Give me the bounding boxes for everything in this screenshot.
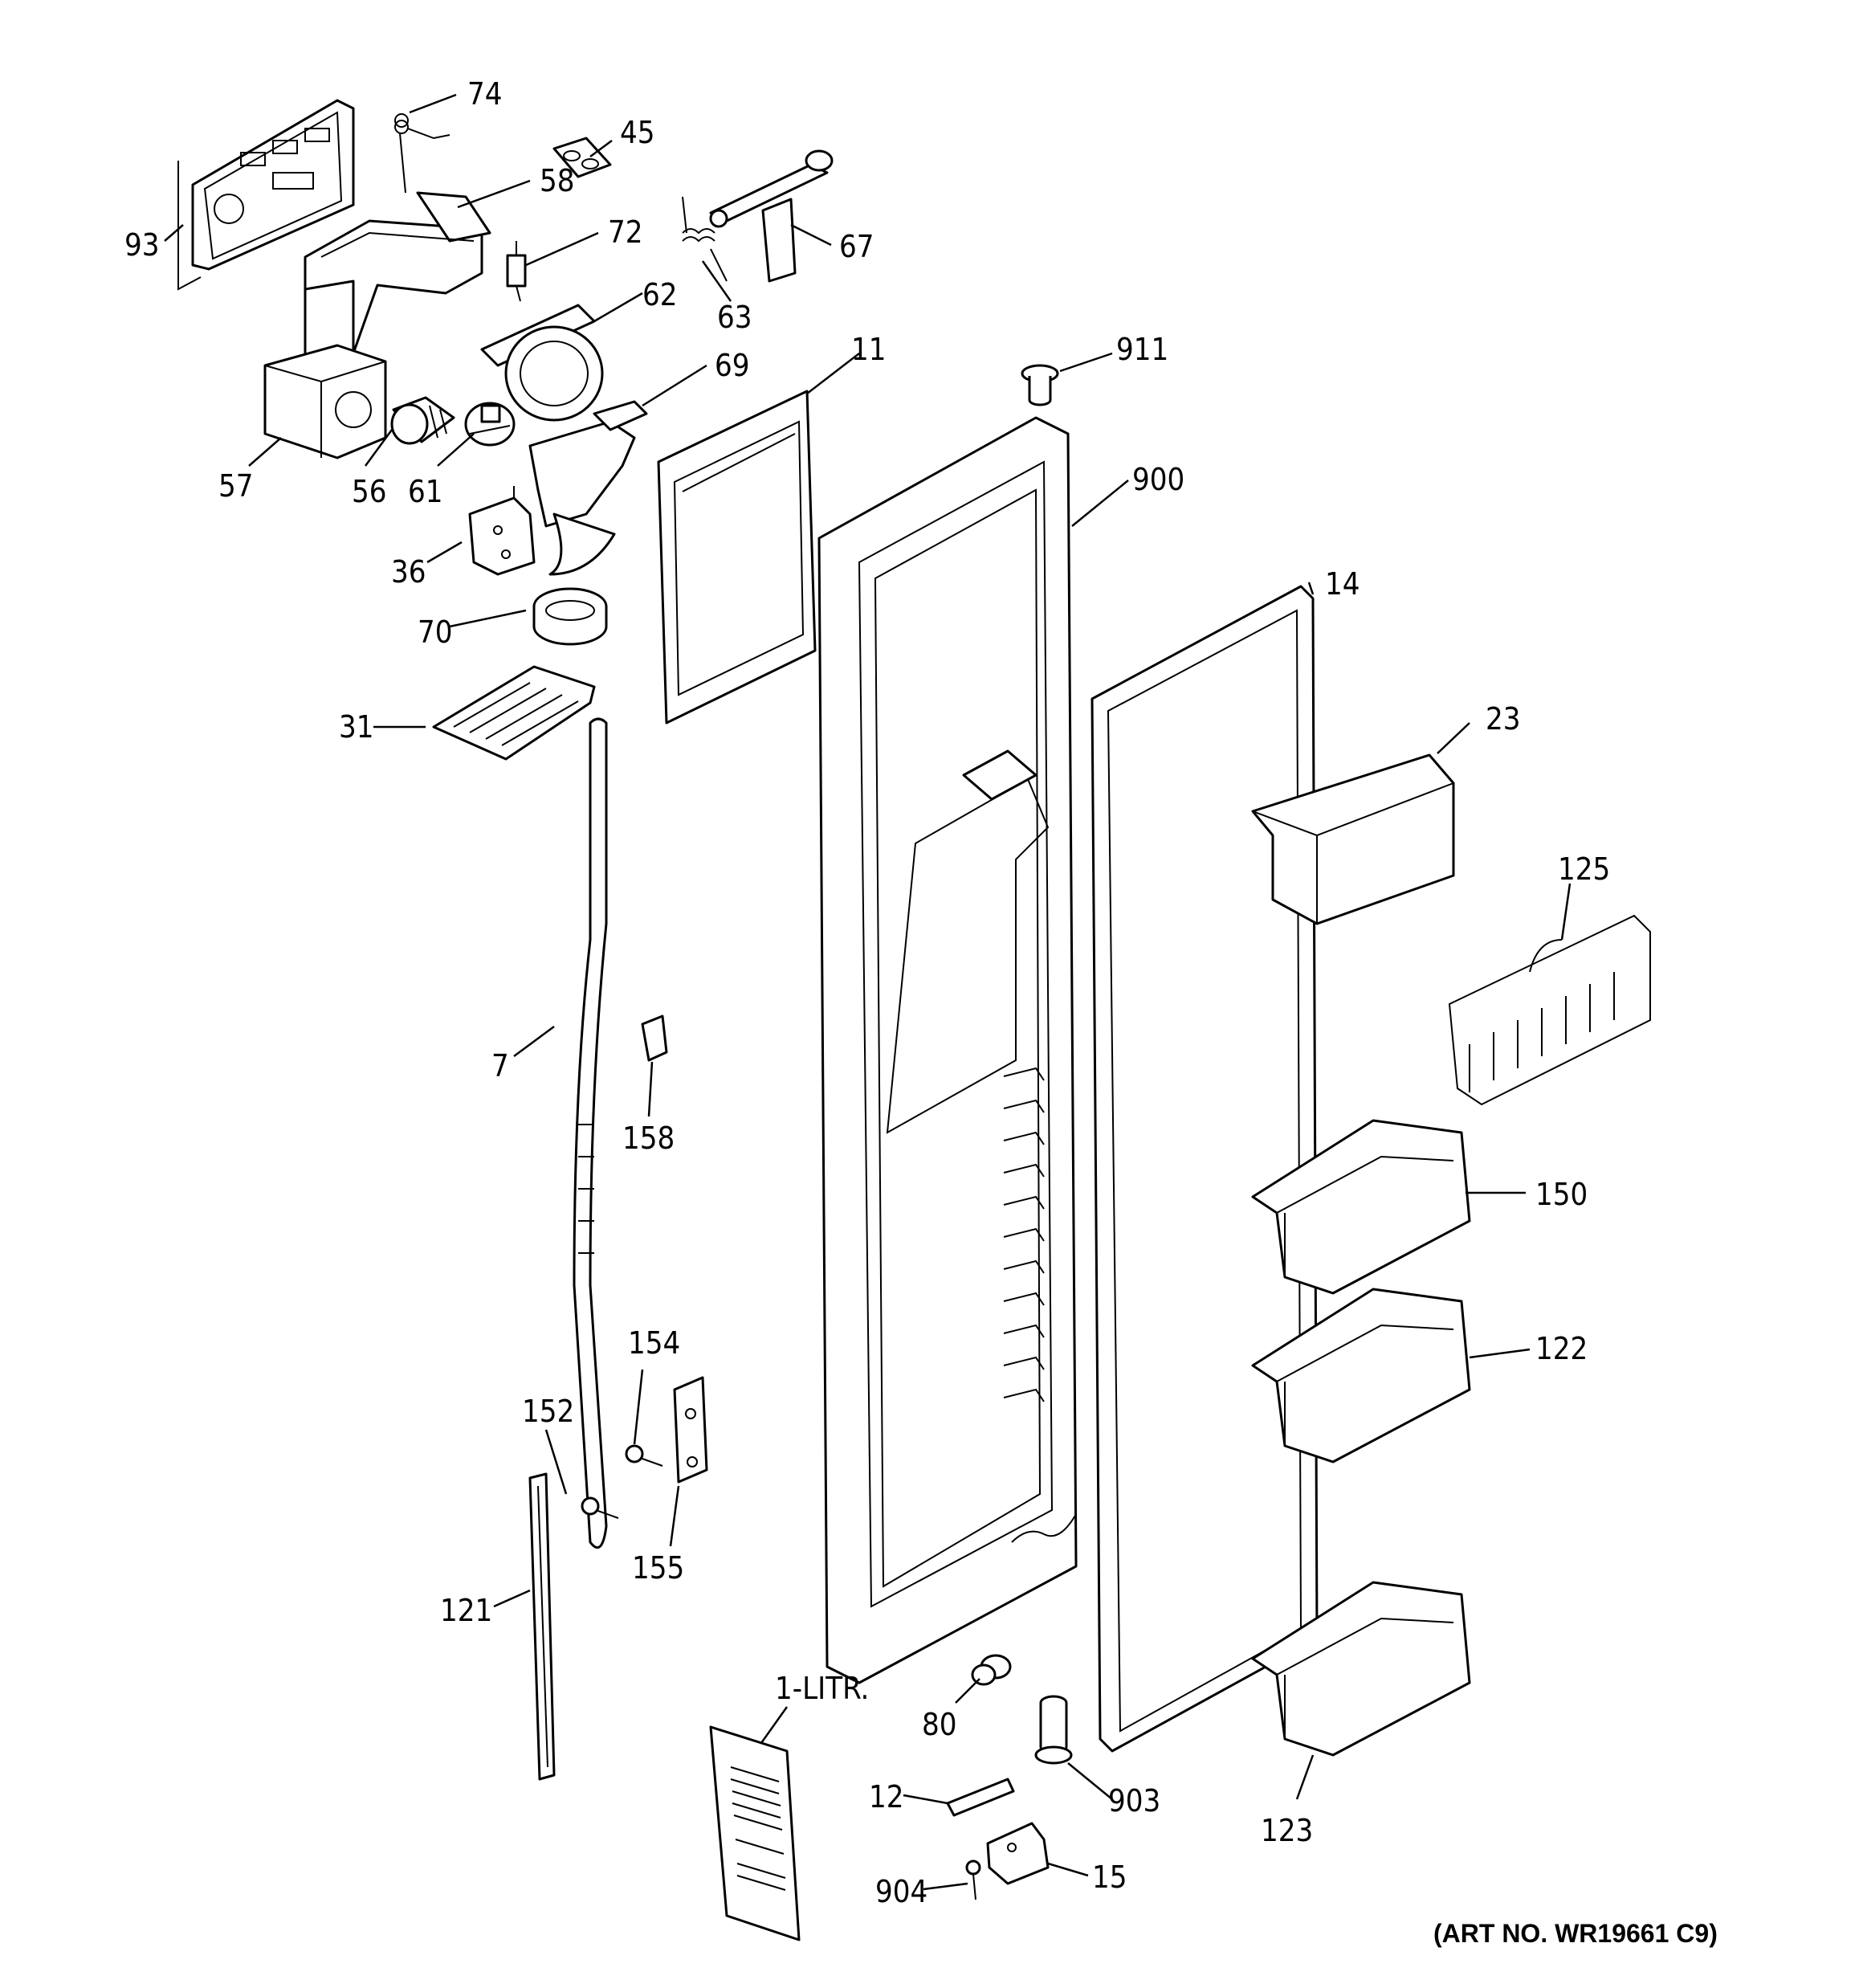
part-125-wire-basket <box>1448 914 1651 1106</box>
label-74: 74 <box>467 76 503 112</box>
label-57: 57 <box>218 468 254 504</box>
part-150-bin <box>1251 1119 1471 1295</box>
part-911-bushing <box>1021 364 1059 406</box>
part-80-plug <box>971 1654 1012 1686</box>
label-15: 15 <box>1092 1859 1127 1895</box>
part-56-auger <box>390 396 455 445</box>
part-57-motor <box>263 344 387 459</box>
part-12-shim <box>946 1778 1015 1817</box>
label-122: 122 <box>1535 1331 1588 1366</box>
part-123-bin <box>1251 1581 1471 1757</box>
part-36-bracket <box>468 486 536 576</box>
label-63: 63 <box>717 300 752 335</box>
label-150: 150 <box>1535 1177 1588 1212</box>
part-904-screw <box>965 1859 981 1900</box>
label-121: 121 <box>440 1593 492 1628</box>
part-903-pin <box>1034 1695 1073 1765</box>
part-93-control-board <box>177 99 355 291</box>
label-80: 80 <box>922 1707 957 1742</box>
part-154-screw <box>625 1444 663 1467</box>
label-45: 45 <box>620 115 655 150</box>
part-45-bracket <box>552 137 612 178</box>
label-904: 904 <box>875 1874 927 1909</box>
part-23-bin <box>1251 753 1455 925</box>
part-121-trim <box>528 1472 556 1781</box>
part-67-actuator <box>709 149 834 283</box>
label-61: 61 <box>408 474 443 509</box>
part-72-switch <box>506 241 527 302</box>
part-1-litr-booklet <box>709 1725 801 1941</box>
part-122-bin <box>1251 1288 1471 1463</box>
part-152-screw <box>581 1496 619 1519</box>
label-123: 123 <box>1261 1813 1313 1848</box>
part-7-handle <box>573 717 608 1549</box>
label-152: 152 <box>522 1394 574 1429</box>
part-70-ring <box>532 587 608 646</box>
label-23: 23 <box>1486 701 1521 737</box>
label-93: 93 <box>124 227 160 263</box>
label-154: 154 <box>628 1325 680 1361</box>
label-1-litr: 1-LITR. <box>775 1671 869 1706</box>
label-155: 155 <box>632 1550 684 1586</box>
part-158-clip <box>641 1014 668 1062</box>
label-14: 14 <box>1325 566 1360 602</box>
label-11: 11 <box>851 332 887 367</box>
part-74-spring <box>394 113 450 194</box>
part-69-chute <box>528 400 648 576</box>
label-7: 7 <box>491 1048 509 1084</box>
part-155-hinge-plate <box>673 1376 708 1484</box>
label-12: 12 <box>869 1779 904 1815</box>
leader-lines <box>164 93 1572 1891</box>
part-58-dispenser-housing <box>304 191 491 363</box>
label-62: 62 <box>642 277 678 312</box>
label-56: 56 <box>352 474 387 509</box>
label-36: 36 <box>391 554 426 590</box>
label-125: 125 <box>1558 851 1610 887</box>
part-63-spring <box>682 196 728 282</box>
label-72: 72 <box>608 214 643 250</box>
label-70: 70 <box>418 614 453 650</box>
label-911: 911 <box>1116 332 1168 367</box>
part-31-grille <box>432 665 596 761</box>
part-11-frame <box>657 390 817 725</box>
label-58: 58 <box>540 163 575 198</box>
label-903: 903 <box>1108 1783 1160 1819</box>
part-61-coupler <box>464 402 516 447</box>
part-62-ring <box>480 304 604 422</box>
label-67: 67 <box>839 229 874 264</box>
label-158: 158 <box>622 1121 675 1156</box>
part-15-hinge <box>986 1822 1050 1885</box>
part-900-door <box>817 416 1078 1684</box>
label-900: 900 <box>1132 462 1184 497</box>
label-69: 69 <box>715 348 750 383</box>
part-14-gasket <box>1090 585 1319 1753</box>
art-number: (ART NO. WR19661 C9) <box>1433 1919 1718 1948</box>
label-31: 31 <box>339 709 374 745</box>
